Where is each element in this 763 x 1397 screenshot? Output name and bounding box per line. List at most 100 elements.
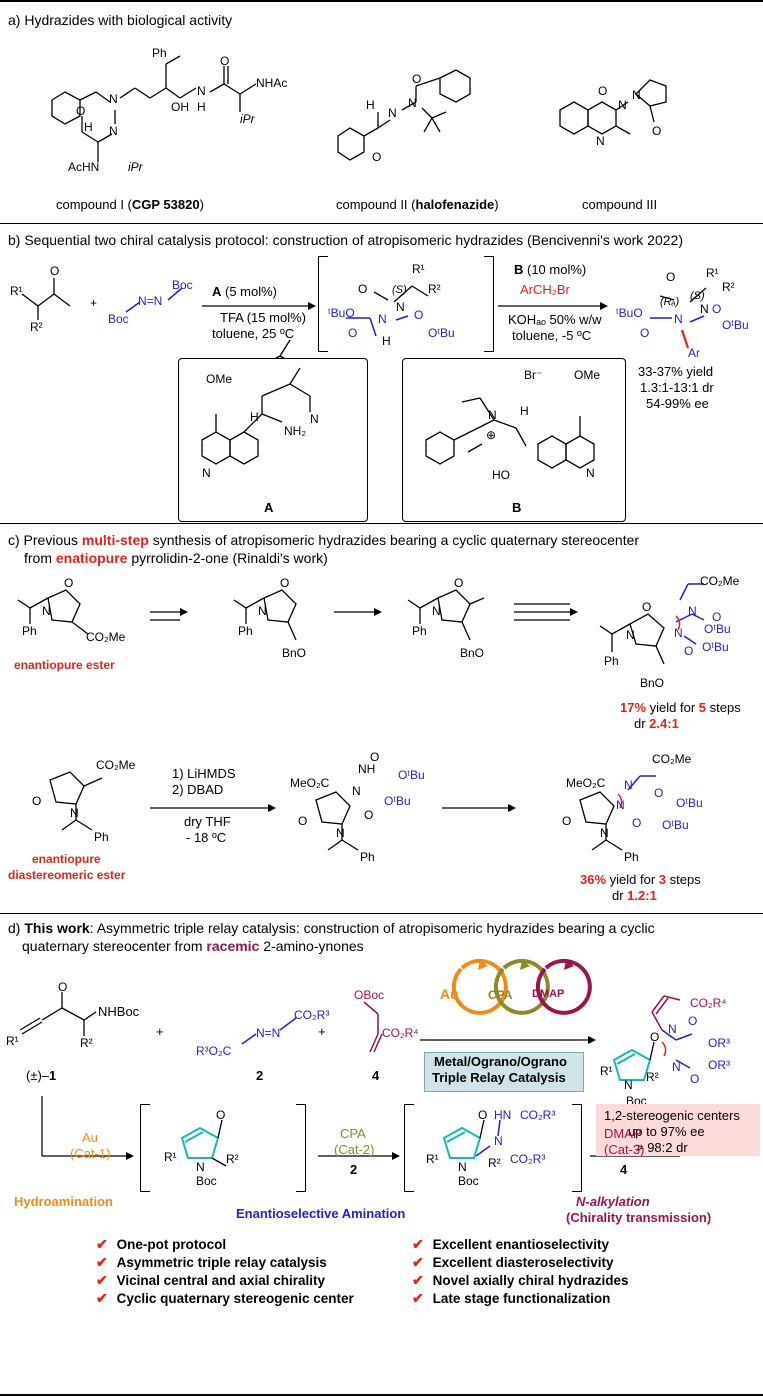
c2-p-otbu1: OᵗBu: [676, 796, 703, 810]
b-prod-r2: R²: [722, 280, 735, 294]
d-bracket-1-right: [296, 1104, 306, 1192]
d-bracket-1-left: [140, 1104, 150, 1192]
step1-cat: Au: [82, 1130, 98, 1145]
feature-left-2: ✔ Asymmetric triple relay catalysis: [96, 1254, 327, 1270]
triple-relay-box: [424, 1052, 584, 1092]
check-icon: ✔: [96, 1272, 108, 1288]
c1-p-o1: O: [642, 600, 652, 614]
d-sm2-number: 2: [256, 1068, 264, 1083]
c1-p-n3: N: [674, 626, 683, 640]
cpd1-label-oh: OH: [171, 100, 189, 114]
int2-hn: HN: [494, 1108, 512, 1122]
check-icon: ✔: [412, 1236, 424, 1252]
step2-name: Enantioselective Amination: [236, 1206, 406, 1221]
cpd2-label-h: H: [366, 98, 375, 112]
compound-1-structure: [51, 55, 257, 162]
check-icon: ✔: [96, 1236, 108, 1252]
feature-left-4: ✔ Cyclic quaternary stereogenic center: [96, 1290, 354, 1306]
b-sm-r2: R²: [30, 320, 43, 334]
c2-p-otbu2: OᵗBu: [662, 818, 689, 832]
b-int-otbu: OᵗBu: [428, 326, 455, 340]
cpd1-label-h1: H: [84, 120, 93, 134]
b-prod-ra: (Rₐ): [660, 296, 680, 308]
c-route2-reagent2: 2) DBAD: [172, 782, 224, 797]
d-p-o1: O: [688, 1014, 698, 1028]
b-prod-o: O: [666, 270, 676, 284]
b-plus: +: [90, 296, 98, 310]
c2-p-n1: N: [624, 778, 633, 792]
check-icon: ✔: [412, 1272, 424, 1288]
catb-n1: N: [488, 408, 497, 422]
int1-boc: Boc: [196, 1174, 217, 1188]
int1-r1: R¹: [164, 1150, 177, 1164]
c-route2-reagent1: 1) LiHMDS: [172, 766, 236, 781]
c-start1-label: enantiopure ester: [14, 658, 115, 672]
cpd1-label-achn: AcHN: [68, 160, 100, 174]
d-p-co2r4: CO₂R⁴: [690, 996, 727, 1010]
c-route1-dr: dr 2.4:1: [634, 716, 679, 731]
d-p-or3-2: OR³: [708, 1058, 730, 1072]
c-route2-temp: - 18 ºC: [186, 830, 227, 845]
cpd2-label-o1: O: [372, 150, 382, 164]
d-bracket-2-right: [572, 1104, 582, 1192]
cpd1-label-ph: Ph: [152, 46, 167, 60]
cata-n1: N: [310, 412, 319, 426]
cata-nh2: NH₂: [284, 424, 306, 438]
cpd1-label-o2: O: [76, 104, 86, 118]
int2-r1: R¹: [426, 1152, 439, 1166]
b-int-n2: N: [396, 300, 405, 314]
c1-p-otbu1: OᵗBu: [704, 622, 731, 636]
b-prod-r1: R¹: [706, 266, 719, 280]
b-prod-n2: N: [700, 302, 709, 316]
b-sm-r1: R¹: [10, 284, 23, 298]
d-p-o2: O: [650, 1030, 660, 1044]
check-icon: ✔: [412, 1290, 424, 1306]
int2-o: O: [478, 1108, 488, 1122]
b-azo-nn: N=N: [138, 294, 163, 308]
d-sm1-nhboc: NHBoc: [98, 1004, 140, 1019]
cata-h: H: [250, 410, 259, 424]
b-step2-base: KOHₐₒ 50% w/w: [508, 312, 602, 327]
b-sm-o: O: [50, 264, 60, 278]
c2-i-o3: O: [298, 814, 308, 828]
cpd3-label-o1: O: [598, 84, 608, 98]
b-azo-boc2: Boc: [108, 312, 129, 326]
catb-ome: OMe: [574, 368, 601, 382]
check-icon: ✔: [96, 1290, 108, 1306]
step1-name: Hydroamination: [14, 1194, 113, 1209]
section-c-title-line2: from enatiopure pyrrolidin-2-one (Rinald…: [24, 550, 328, 566]
c2-p-co2me: CO₂Me: [652, 752, 692, 766]
feature-left-3: ✔ Vicinal central and axial chirality: [96, 1272, 325, 1288]
c1-o1: O: [64, 576, 74, 590]
cpd1-label-ipr1: iPr: [240, 112, 255, 126]
step1-cat-id: (Cat-1): [70, 1146, 111, 1161]
c2-p-n2: N: [616, 798, 625, 812]
c-route2-dr: dr 1.2:1: [612, 888, 657, 903]
c2-i-n2: N: [336, 826, 345, 840]
c1-o2: O: [280, 576, 290, 590]
feature-right-4: ✔ Late stage functionalization: [412, 1290, 611, 1306]
c1-p-o3: O: [684, 644, 694, 658]
b-int-r1: R¹: [412, 262, 425, 276]
int2-r2: R²: [488, 1156, 501, 1170]
feature-right-2: ✔ Excellent diasteroselectivity: [412, 1254, 614, 1270]
d-bracket-2-left: [404, 1104, 414, 1192]
catb-br: Br⁻: [524, 368, 543, 382]
b-int-r2: R²: [428, 282, 441, 296]
b-result-ee: 54-99% ee: [646, 396, 709, 411]
catalyst-b-label: B: [512, 500, 522, 515]
b-prod-o2: O: [640, 326, 650, 340]
c1-n2: N: [258, 604, 267, 618]
b-step2-catalyst: B (10 mol%): [514, 262, 587, 277]
cat-cpa-label: CPA: [488, 988, 513, 1002]
result-box: [596, 1104, 760, 1156]
int2-co2r3-1: CO₂R³: [520, 1108, 556, 1122]
b-step2-conditions: toluene, -5 ºC: [512, 328, 592, 343]
b-step1-catalyst: A (5 mol%): [212, 284, 278, 299]
c2-p-o1: O: [654, 786, 664, 800]
c-start2-label-line1: enantiopure: [32, 852, 101, 866]
section-a-title: a) Hydrazides with biological activity: [8, 12, 233, 28]
cpd1-label-nhac: NHAc: [256, 76, 288, 90]
int1-r2: R²: [226, 1152, 239, 1166]
